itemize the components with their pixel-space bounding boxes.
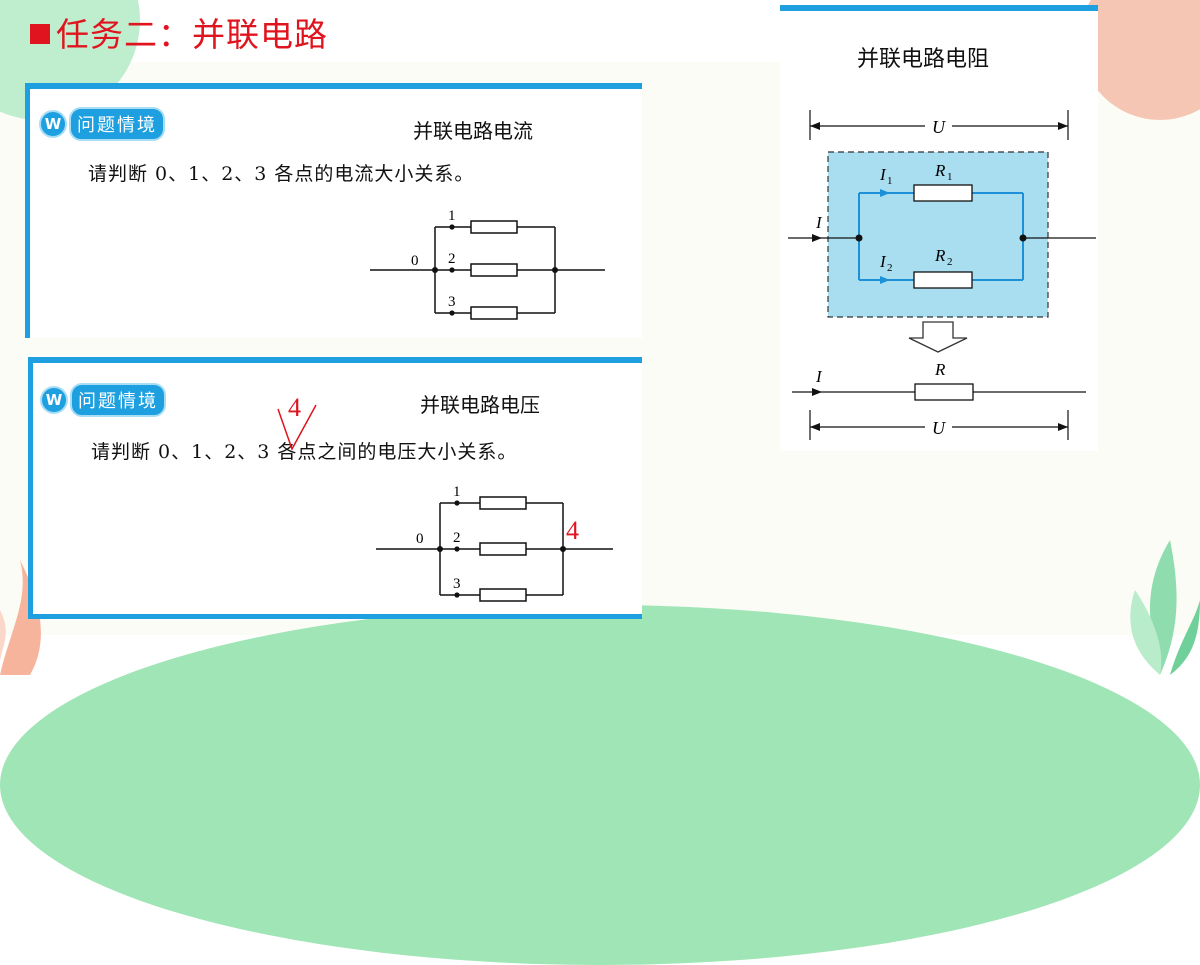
parallel-circuit-current-diagram: 0 1 2 3 <box>370 208 605 320</box>
question-text: 请判断 0、1、2、3 各点之间的电压大小关系。 <box>91 441 518 463</box>
label-R2-sub: 2 <box>947 256 953 268</box>
inserted-node-4: 4 <box>288 393 301 422</box>
label-U-equivalent: U <box>932 418 946 438</box>
label-R1-sub: 1 <box>947 171 953 183</box>
badge-w-icon: W <box>39 110 67 138</box>
badge-w-icon: W <box>40 386 68 414</box>
label-R2: R <box>934 246 946 265</box>
label-I1: I <box>879 165 887 184</box>
leaf-decoration-right <box>1130 540 1200 675</box>
node-label-3: 3 <box>453 576 461 592</box>
panel-voltage: W 问题情境 并联电路电压 请判断 0、1、2、3 各点之间的电压大小关系。 4… <box>28 357 642 619</box>
node-label-1: 1 <box>453 484 461 500</box>
panel-current: W 问题情境 并联电路电流 请判断 0、1、2、3 各点的电流大小关系。 0 1… <box>25 83 642 338</box>
label-R1: R <box>934 161 946 180</box>
node-label-1: 1 <box>448 208 456 224</box>
label-U: U <box>932 117 946 137</box>
panel-topbar <box>28 357 642 363</box>
node-label-0: 0 <box>416 531 424 547</box>
red-node-label-4: 4 <box>566 516 579 545</box>
question-text: 请判断 0、1、2、3 各点的电流大小关系。 <box>88 163 475 185</box>
label-I: I <box>815 213 823 232</box>
parallel-circuit-voltage-diagram: 0 1 2 3 4 <box>376 484 613 602</box>
panel-title: 并联电路电阻 <box>857 47 990 72</box>
decor-green-wave <box>0 605 1200 965</box>
page-title: 任务二：并联电路 <box>30 8 328 56</box>
label-I-equivalent: I <box>815 367 823 386</box>
node-label-3: 3 <box>448 294 456 310</box>
panel-bottombar <box>28 614 642 619</box>
insertion-caret-mark <box>277 404 317 451</box>
page-title-text: 任务二：并联电路 <box>56 15 328 54</box>
panel-title: 并联电路电压 <box>420 393 540 417</box>
badge-label: 问题情境 <box>70 383 166 417</box>
badge-problem-context: W 问题情境 <box>40 383 166 417</box>
badge-problem-context: W 问题情境 <box>39 107 165 141</box>
parallel-resistance-diagram: U I I 1 I 2 R 1 <box>788 110 1096 440</box>
badge-label: 问题情境 <box>69 107 165 141</box>
label-R: R <box>934 360 946 379</box>
node-label-2: 2 <box>453 530 461 546</box>
panel-sidebar <box>25 83 30 338</box>
title-square-icon <box>30 24 50 44</box>
node-label-0: 0 <box>411 253 419 269</box>
panel-topbar <box>780 5 1098 11</box>
panel-title: 并联电路电流 <box>413 119 533 143</box>
panel-sidebar <box>28 357 33 619</box>
panel-resistance: 并联电路电阻 U <box>780 5 1098 451</box>
node-label-2: 2 <box>448 251 456 267</box>
label-I2-sub: 2 <box>887 262 893 274</box>
panel-topbar <box>25 83 642 89</box>
label-I1-sub: 1 <box>887 175 893 187</box>
label-I2: I <box>879 252 887 271</box>
